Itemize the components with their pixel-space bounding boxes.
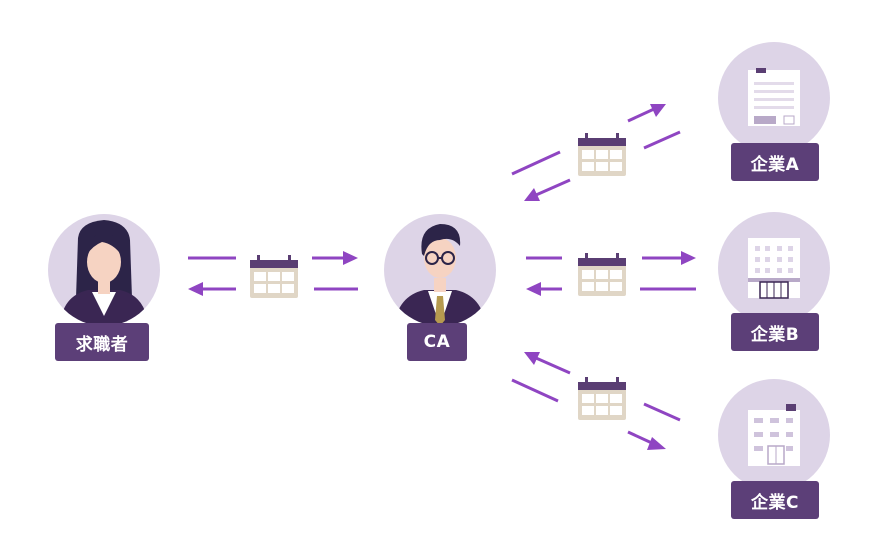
connector-ca-company-a [511, 104, 681, 201]
seeker-label: 求職者 [55, 323, 149, 361]
arrowhead-up-left-icon [524, 352, 540, 365]
calendar-icon [578, 133, 626, 176]
arrowhead-left-icon [188, 282, 203, 296]
connector-seeker-ca [188, 251, 358, 296]
arrowhead-down-right-icon [647, 437, 666, 450]
company-a-label: 企業A [731, 143, 819, 181]
arrowhead-right-icon [681, 251, 696, 265]
company-b-node [718, 212, 830, 324]
connector-ca-company-b [526, 251, 696, 296]
calendar-icon [250, 255, 298, 298]
building-icon [748, 404, 800, 466]
ca-person-icon [394, 224, 486, 326]
company-c-node [718, 379, 830, 491]
calendar-icon [578, 377, 626, 420]
ca-label: CA [407, 323, 467, 361]
building-icon [748, 238, 800, 299]
company-b-label: 企業B [731, 313, 819, 351]
company-a-node [718, 42, 830, 154]
arrowhead-left-icon [526, 282, 541, 296]
building-icon [748, 68, 800, 126]
connector-ca-company-c [511, 352, 681, 450]
arrowhead-down-left-icon [524, 188, 540, 201]
calendar-icon [578, 253, 626, 296]
arrowhead-right-icon [343, 251, 358, 265]
seeker-person-icon [60, 220, 148, 326]
arrowhead-up-right-icon [650, 104, 666, 117]
seeker-node [48, 214, 160, 326]
company-c-label: 企業C [731, 481, 819, 519]
ca-node [384, 214, 496, 326]
